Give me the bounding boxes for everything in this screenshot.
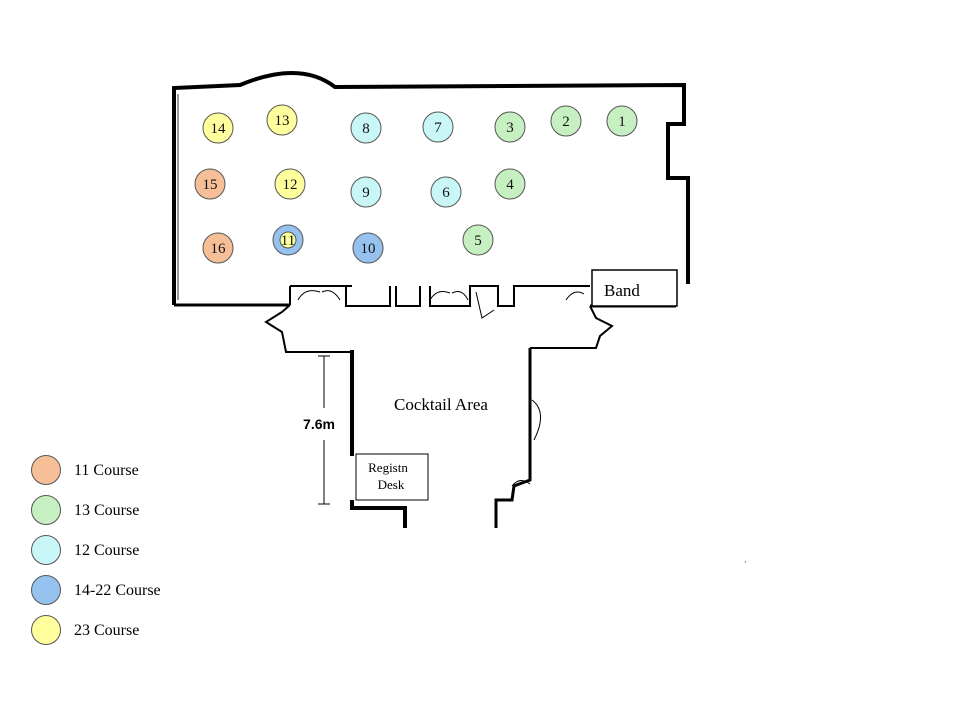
door-swing-3 [475, 291, 495, 319]
table-number: 12 [283, 177, 298, 193]
table-circle [422, 111, 454, 143]
registration-desk-line1: Registn [368, 460, 408, 475]
registration-desk-line2: Desk [378, 477, 405, 492]
band-box [591, 269, 678, 307]
table-1: 1 [606, 105, 638, 137]
table-number: 6 [442, 185, 450, 201]
table-number: 11 [281, 233, 295, 249]
table-3: 3 [494, 111, 526, 143]
table-6: 6 [430, 176, 462, 208]
table-number: 9 [362, 185, 370, 201]
table-10: 10 [352, 232, 384, 264]
table-circle [352, 232, 384, 264]
table-circle [350, 176, 382, 208]
cocktail-area-label: Cocktail Area [394, 395, 488, 414]
table-circle [606, 105, 638, 137]
legend-swatch-12 [31, 535, 61, 565]
table-8: 8 [350, 112, 382, 144]
hall-bottom-wall-center [289, 285, 590, 307]
table-circle [274, 168, 306, 200]
table-number: 14 [211, 121, 227, 137]
dimension-marker [318, 355, 330, 505]
table-circle [462, 224, 494, 256]
table-number: 4 [506, 177, 514, 193]
legend-label: 13 Course [74, 502, 140, 519]
table-circle [202, 232, 234, 264]
legend-swatch-14-22 [31, 575, 61, 605]
table-9: 9 [350, 176, 382, 208]
table-circle [266, 104, 298, 136]
band-label: Band [604, 281, 640, 300]
table-circle [350, 112, 382, 144]
table-2: 2 [550, 105, 582, 137]
table-circle [494, 111, 526, 143]
table-11: 11 [272, 224, 304, 256]
registration-desk-box [355, 453, 429, 501]
table-number: 15 [203, 177, 218, 193]
corridor-right-top [530, 305, 614, 349]
table-number: 8 [362, 121, 370, 137]
hall-outer-wall [172, 71, 690, 305]
table-14: 14 [202, 112, 234, 144]
table-number: 13 [275, 113, 290, 129]
table-number: 5 [474, 233, 482, 249]
legend-label: 11 Course [74, 462, 139, 479]
table-5: 5 [462, 224, 494, 256]
table-7: 7 [422, 111, 454, 143]
table-circle [194, 168, 226, 200]
legend-swatch-13 [31, 495, 61, 525]
legend-swatch-11 [31, 455, 61, 485]
corridor-door-swing-2 [511, 480, 531, 487]
legend-label: 23 Course [74, 622, 140, 639]
table-number: 2 [562, 114, 570, 130]
table-4: 4 [494, 168, 526, 200]
legend-label: 12 Course [74, 542, 140, 559]
corridor-left-bottom [350, 500, 407, 528]
door-swing-1 [297, 290, 341, 301]
table-number: 1 [618, 114, 626, 130]
corridor-walls [264, 304, 614, 528]
dimension-label: 7.6m [303, 416, 335, 432]
table-number: 16 [211, 241, 227, 257]
door-swing-2 [429, 291, 469, 301]
legend-label: 14-22 Course [74, 582, 161, 599]
table-circle [202, 112, 234, 144]
table-12: 12 [274, 168, 306, 200]
table-15: 15 [194, 168, 226, 200]
door-swing-4 [565, 291, 585, 301]
corridor-right-wall [494, 348, 532, 528]
table-number: 10 [361, 241, 376, 257]
table-circle [494, 168, 526, 200]
table-inner-circle [279, 231, 297, 249]
table-16: 16 [202, 232, 234, 264]
table-13: 13 [266, 104, 298, 136]
legend-swatch-23 [31, 615, 61, 645]
corridor-left-top [264, 304, 352, 353]
table-number: 7 [434, 120, 442, 136]
table-circle [430, 176, 462, 208]
table-circle [550, 105, 582, 137]
corridor-door-swing [531, 399, 541, 441]
table-number: 3 [506, 120, 514, 136]
speck [745, 561, 746, 563]
